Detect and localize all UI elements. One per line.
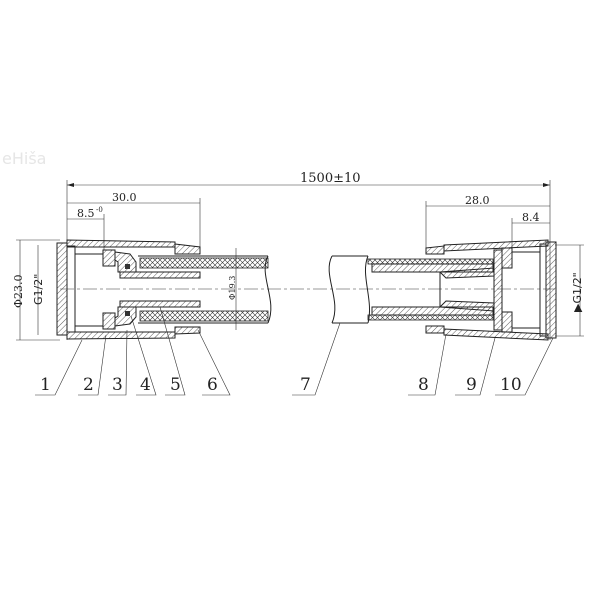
- outer-diameter-text: Φ23.0: [12, 274, 25, 308]
- left-thread-tolerance-text: -0: [96, 206, 103, 214]
- svg-text:2: 2: [83, 375, 94, 395]
- left-dimensions: 30.0 8.5 -0 Φ23.0 G1/2" Φ19.3: [12, 191, 237, 341]
- svg-text:6: 6: [207, 375, 218, 395]
- right-thread-text: ▶G1/2": [571, 272, 584, 312]
- callout-1: 1: [35, 339, 83, 396]
- svg-text:9: 9: [466, 375, 477, 395]
- svg-text:5: 5: [170, 375, 181, 395]
- overall-length-text: 1500±10: [300, 171, 361, 186]
- callout-7: 7: [292, 322, 341, 396]
- svg-text:1: 1: [40, 375, 51, 395]
- right-thread-length-text: 8.4: [522, 211, 540, 224]
- left-fitting: [56, 239, 201, 340]
- svg-text:3: 3: [112, 375, 123, 395]
- callout-5: 5: [159, 306, 186, 396]
- callout-3: 3: [108, 329, 128, 396]
- left-thread-text: G1/2": [32, 274, 45, 305]
- hose-diameter-text: Φ19.3: [228, 276, 237, 300]
- callout-9: 9: [455, 337, 496, 396]
- left-thread-length-text: 8.5: [77, 207, 95, 220]
- callout-10: 10: [495, 337, 554, 396]
- left-fitting-length-text: 30.0: [112, 191, 137, 204]
- svg-text:4: 4: [140, 375, 151, 395]
- svg-text:7: 7: [300, 375, 311, 395]
- part-callouts: 1 2 3 4 5 6 7 8 9 10: [35, 306, 554, 396]
- callout-2: 2: [78, 334, 107, 396]
- hose-left-segment: [138, 255, 272, 324]
- svg-text:10: 10: [500, 375, 522, 395]
- right-fitting-length-text: 28.0: [465, 194, 490, 207]
- callout-6: 6: [197, 329, 231, 396]
- callout-8: 8: [408, 333, 447, 396]
- callout-4: 4: [130, 315, 157, 396]
- svg-text:8: 8: [418, 375, 429, 395]
- hose-right-segment: [328, 255, 494, 324]
- watermark: eHiša: [2, 149, 46, 168]
- right-fitting: [425, 239, 557, 341]
